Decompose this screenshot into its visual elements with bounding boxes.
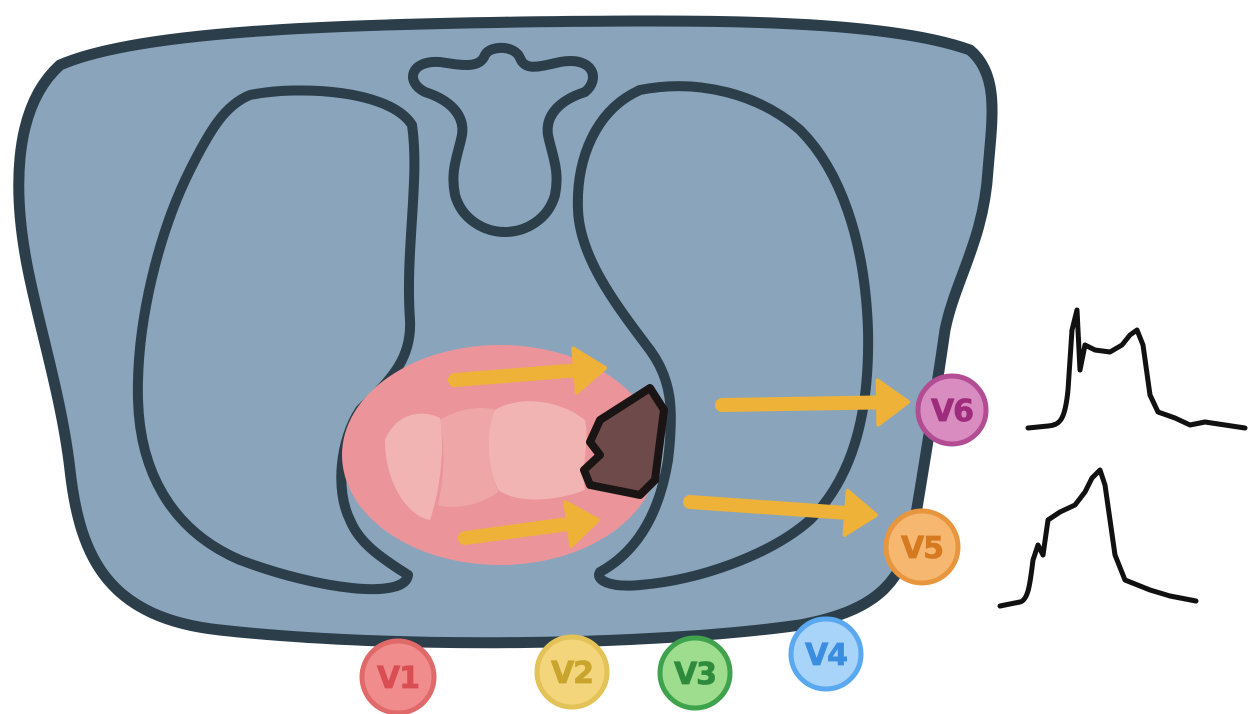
ecg-trace-v5-icon — [1000, 470, 1196, 606]
lead-v4-electrode: V4 — [791, 619, 861, 689]
ecg-trace-v6-icon — [1028, 310, 1245, 428]
lead-label-v4: V4 — [805, 638, 847, 673]
lead-label-v5: V5 — [901, 531, 943, 566]
lead-label-v2: V2 — [551, 656, 593, 691]
lead-label-v6: V6 — [931, 394, 973, 429]
lead-v5-electrode: V5 — [886, 511, 958, 583]
lead-v2-electrode: V2 — [537, 637, 607, 707]
lead-label-v3: V3 — [674, 657, 716, 692]
lead-v1-electrode: V1 — [362, 641, 434, 713]
lead-v6-electrode: V6 — [918, 376, 986, 444]
lead-label-v1: V1 — [377, 661, 419, 696]
lead-v3-electrode: V3 — [660, 638, 730, 708]
